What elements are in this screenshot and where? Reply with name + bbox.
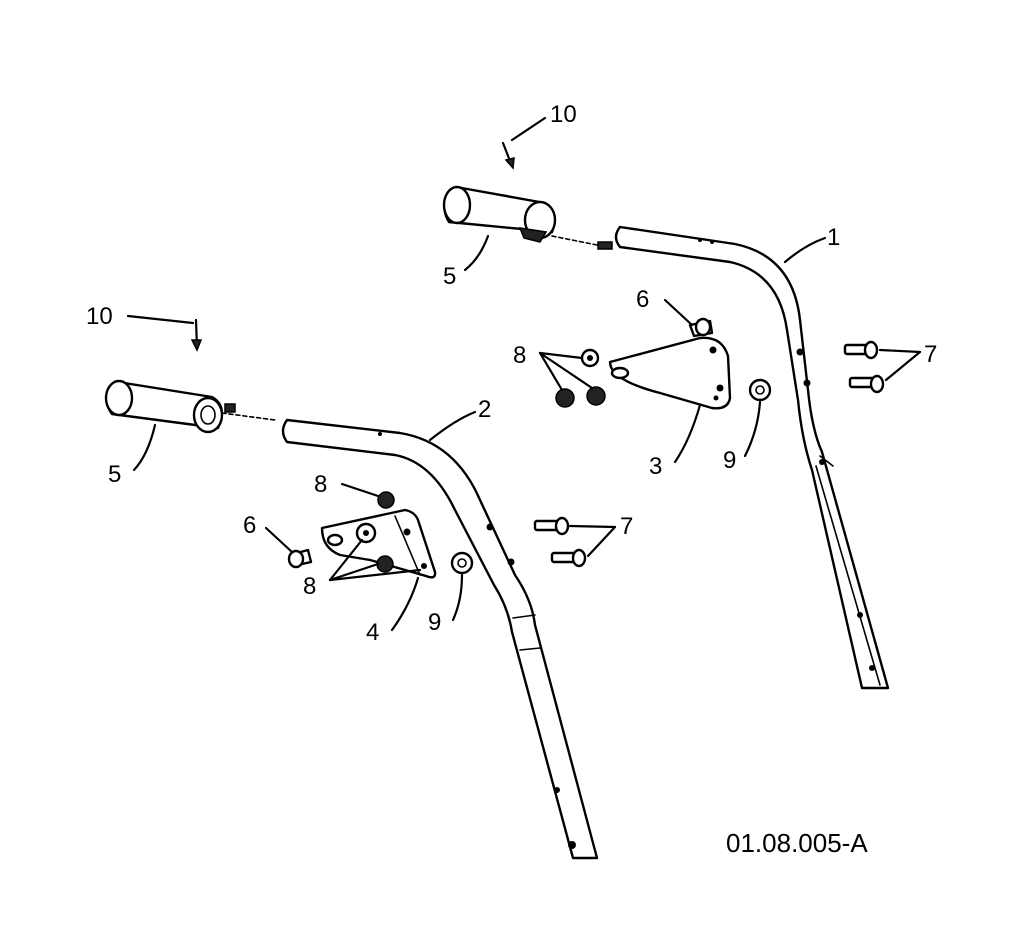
callout-9-lower: 9 — [428, 609, 441, 636]
callout-10-upper: 10 — [550, 101, 577, 128]
callout-2: 2 — [478, 396, 491, 423]
upper-handle-bolts — [843, 340, 885, 394]
right-bracket — [608, 336, 732, 410]
callout-6-lower: 6 — [243, 512, 256, 539]
leader-lines — [126, 116, 922, 632]
left-grip — [104, 379, 276, 434]
right-handle-bar — [614, 225, 890, 690]
lower-grip-pin — [190, 318, 203, 352]
callout-1: 1 — [827, 224, 840, 251]
callout-8-upper: 8 — [513, 342, 526, 369]
callout-6-upper: 6 — [636, 286, 649, 313]
callout-8-lower-top: 8 — [314, 471, 327, 498]
callout-5-lower: 5 — [108, 461, 121, 488]
figure-id: 01.08.005-A — [726, 828, 868, 858]
lower-nuts — [355, 491, 395, 573]
callout-8-lower-bottom: 8 — [303, 573, 316, 600]
left-bracket — [320, 508, 437, 579]
callout-5-upper: 5 — [443, 263, 456, 290]
upper-lock-nut — [748, 378, 772, 402]
upper-bolt — [688, 317, 714, 338]
callout-9-upper: 9 — [723, 447, 736, 474]
callout-10-lower: 10 — [86, 303, 113, 330]
left-handle-bar — [281, 418, 599, 860]
lower-handle-bolts — [533, 516, 587, 568]
callout-7-lower: 7 — [620, 513, 633, 540]
upper-nuts — [555, 348, 606, 408]
lower-lock-nut — [450, 551, 474, 575]
callout-4: 4 — [366, 619, 379, 646]
lower-bolt — [287, 548, 313, 569]
callout-7-upper: 7 — [924, 341, 937, 368]
callout-3: 3 — [649, 453, 662, 480]
right-grip — [442, 185, 613, 250]
upper-grip-pin — [501, 141, 515, 170]
